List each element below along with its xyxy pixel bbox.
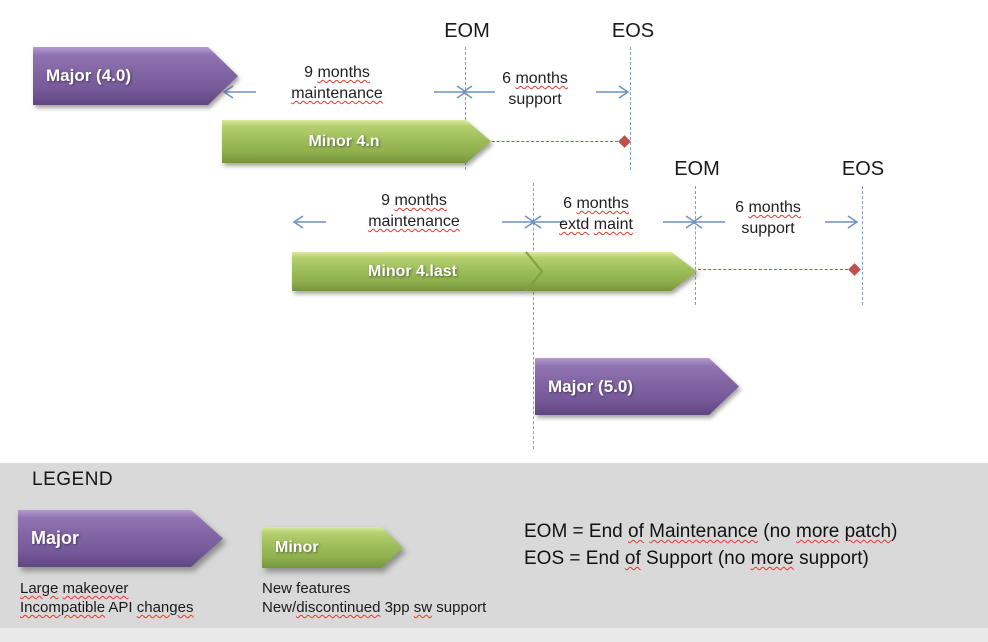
legend-definitions: EOM = End of Maintenance (no more patch)…: [524, 521, 898, 569]
eom-label-row1: EOM: [444, 20, 490, 42]
eos-milestone-line-row2: [862, 186, 863, 305]
eos-diamond-row2: [848, 263, 861, 276]
minor-4n-label: Minor 4.n: [308, 132, 380, 150]
arrow-left-icon: [461, 85, 495, 99]
extd-maint-start-line: [533, 183, 534, 449]
legend-title: LEGEND: [32, 469, 114, 490]
arrow-left-icon: [691, 215, 725, 229]
eom-label-row2: EOM: [674, 158, 720, 180]
minor-4last-arrow: Minor 4.last: [292, 252, 697, 291]
legend-minor-arrow: Minor: [262, 527, 390, 568]
arrow-right-icon: [825, 215, 859, 229]
minor-4n-arrow: Minor 4.n: [222, 120, 466, 163]
eos-label-row2: EOS: [841, 158, 885, 180]
legend-major-label: Major: [31, 528, 80, 548]
minor-4last-label: Minor 4.last: [368, 262, 457, 280]
major-4-0-label: Major (4.0): [46, 66, 132, 85]
eom-milestone-line-row1: [465, 47, 466, 170]
major-5-0-arrow: Major (5.0): [535, 358, 726, 415]
support-connector-row1: [467, 141, 618, 142]
arrow-left-icon: [222, 85, 256, 99]
eos-milestone-line-row1: [630, 47, 631, 170]
arrow-right-icon: [596, 85, 630, 99]
support-connector-row2: [698, 269, 848, 270]
arrow-left-icon: [530, 215, 564, 229]
eom-milestone-line-row2: [695, 186, 696, 305]
major-4-0-arrow: Major (4.0): [33, 47, 225, 105]
major-5-0-label: Major (5.0): [548, 376, 634, 396]
eos-diamond-row1: [618, 135, 631, 148]
arrow-left-icon: [292, 215, 326, 229]
legend-minor-label: Minor: [275, 538, 319, 556]
legend-footer-strip: [0, 628, 988, 642]
eos-label-row1: EOS: [611, 20, 655, 42]
segment-seam-icon: [525, 251, 544, 292]
legend-major-arrow: Major: [18, 510, 210, 567]
